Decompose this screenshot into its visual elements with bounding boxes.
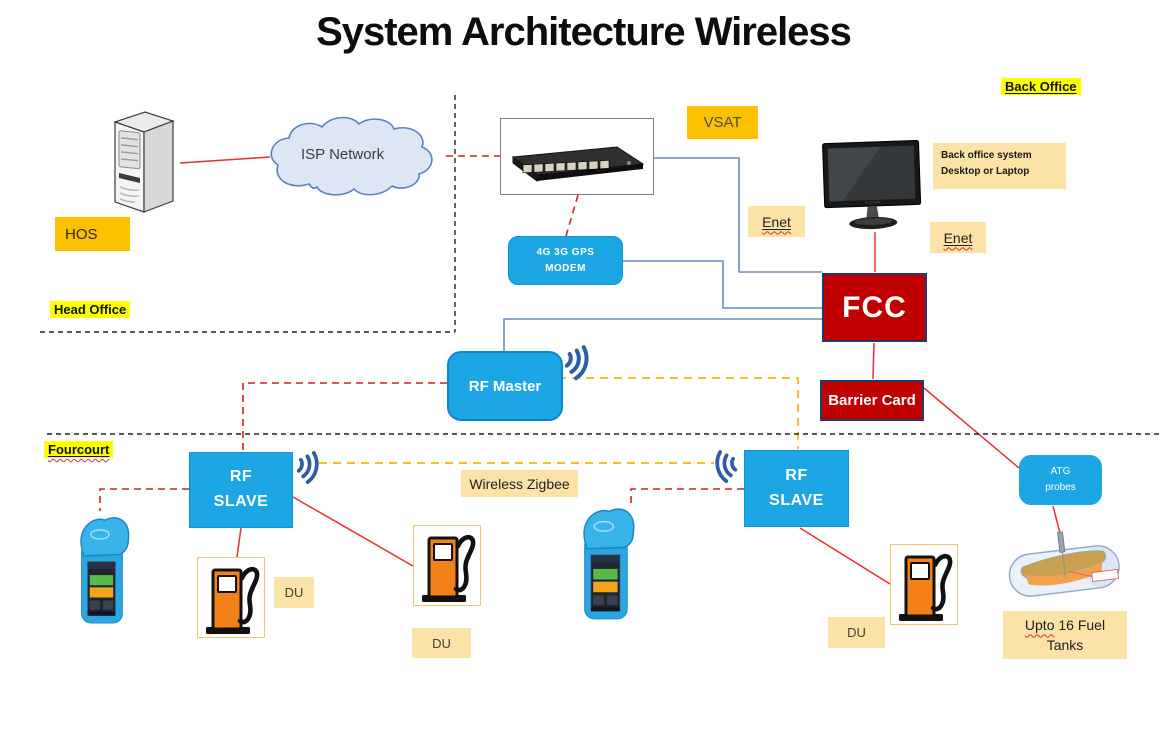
- upto-squiggle: Upto: [1024, 616, 1055, 633]
- link-rfmaster-slave1: [242, 382, 447, 451]
- network-switch-box: [500, 118, 654, 195]
- wireless-zigbee-label: Wireless Zigbee: [469, 475, 570, 492]
- enet-squiggle-2: Enet: [944, 230, 973, 246]
- atg-label-line-2: probes: [1045, 482, 1076, 493]
- red-dashed-links: [99, 155, 744, 511]
- wireless-zigbee-note: Wireless Zigbee: [461, 470, 578, 497]
- network-switch-icon: [511, 146, 645, 182]
- isp-cloud-icon: [270, 116, 433, 196]
- atg-probes-box: ATG probes: [1019, 455, 1102, 505]
- hos-box: HOS: [55, 217, 130, 251]
- rf-slave-box-1: RF SLAVE: [189, 452, 293, 528]
- enet-note-2: Enet: [930, 222, 986, 253]
- fcc-label: FCC: [842, 290, 907, 324]
- server-tower-icon: [113, 111, 175, 213]
- rf-slave-1-line-1: RF: [229, 468, 253, 486]
- back-office-system-line-2: Desktop or Laptop: [941, 166, 1030, 177]
- fuel-dispenser-icon-3: [899, 553, 953, 621]
- fcc-box: FCC: [822, 273, 927, 342]
- fuel-dispenser-icon-2: [422, 534, 476, 602]
- vsat-label: VSAT: [703, 114, 742, 131]
- fuel-tanks-line-2: Tanks: [1046, 637, 1084, 653]
- monitor-icon: [822, 140, 922, 230]
- barrier-card-box: Barrier Card: [820, 380, 924, 421]
- fourcourt-text: Fourcourt: [48, 442, 110, 457]
- du-note-3: DU: [828, 617, 885, 648]
- blue-ethernet-links: [503, 157, 822, 351]
- link-slave1-pump1: [236, 527, 242, 558]
- enet-squiggle-1: Enet: [762, 214, 791, 230]
- link-switch-modem: [565, 194, 579, 237]
- link-slave2-pos2: [630, 488, 744, 503]
- pos-terminal-icon-2: [583, 508, 635, 620]
- wireless-signal-icon-master: [564, 345, 589, 381]
- back-office-system-note: Back office system Desktop or Laptop: [933, 143, 1066, 189]
- back-office-text: Back Office: [1005, 79, 1077, 94]
- fuel-dispenser-box-1: [197, 557, 265, 638]
- modem-label-line-2: MODEM: [545, 262, 586, 274]
- link-switch-fcc: [654, 157, 822, 273]
- fuel-tanks-line-1: Upto 16 Fuel: [1025, 615, 1105, 635]
- link-master-slave2-zigbee: [558, 377, 799, 449]
- isp-network-label: ISP Network: [301, 146, 385, 163]
- du-label-2: DU: [432, 635, 451, 651]
- pos-terminal-icon-1: [80, 517, 130, 624]
- red-solid-links: [179, 156, 1063, 585]
- hos-label: HOS: [65, 225, 98, 243]
- boundary-dashed-lines: [40, 95, 1160, 435]
- barrier-card-label: Barrier Card: [828, 392, 916, 409]
- page-title: System Architecture Wireless: [316, 10, 852, 54]
- link-server-cloud: [179, 156, 271, 164]
- link-slave2-pump3: [799, 527, 891, 585]
- fuel-tanks-note: Upto 16 Fuel Tanks: [1003, 611, 1127, 659]
- du-label-3: DU: [847, 625, 866, 640]
- region-label-head-office: Head Office: [50, 301, 131, 318]
- du-label-1: DU: [284, 585, 304, 600]
- rf-master-label: RF Master: [468, 377, 542, 395]
- yellow-zigbee-links: [319, 377, 799, 464]
- wireless-signal-icon-slave2: [715, 450, 738, 484]
- link-slave1-pos1: [99, 488, 189, 511]
- du-note-1: DU: [274, 577, 314, 608]
- rf-slave-2-line-2: SLAVE: [769, 491, 824, 509]
- modem-box: 4G 3G GPS MODEM: [508, 236, 623, 285]
- enet-note-1: Enet: [748, 206, 805, 237]
- fuel-dispenser-box-3: [890, 544, 958, 625]
- rf-slave-2-line-1: RF: [785, 466, 808, 484]
- du-note-2: DU: [412, 628, 471, 658]
- vsat-box: VSAT: [687, 106, 758, 139]
- fuel-dispenser-box-2: [413, 525, 481, 606]
- fuel-dispenser-icon-1: [206, 566, 260, 634]
- modem-label-line-1: 4G 3G GPS: [536, 247, 595, 258]
- link-barrier-atg: [923, 387, 1020, 469]
- region-label-fourcourt: Fourcourt: [44, 441, 114, 458]
- link-fcc-barrier: [872, 342, 875, 380]
- fuel-tanks-line-1b: 16 Fuel: [1054, 616, 1106, 633]
- link-rfmaster-fcc: [503, 318, 822, 351]
- enet-label-2: Enet: [943, 229, 973, 246]
- enet-label-1: Enet: [762, 213, 791, 230]
- region-label-back-office: Back Office: [1001, 78, 1081, 95]
- fuel-tank-icon: [1008, 531, 1120, 597]
- wireless-signal-icon-slave1: [296, 451, 319, 485]
- rf-master-box: RF Master: [447, 351, 563, 421]
- link-slave1-pump2: [292, 496, 414, 567]
- rf-slave-1-line-2: SLAVE: [213, 493, 269, 510]
- rf-slave-box-2: RF SLAVE: [744, 450, 849, 527]
- back-office-system-line-1: Back office system: [941, 150, 1032, 161]
- link-modem-fcc: [623, 260, 822, 309]
- atg-label-line-1: ATG: [1050, 466, 1071, 477]
- fourcourt-squiggle: Fourcourt: [48, 442, 109, 457]
